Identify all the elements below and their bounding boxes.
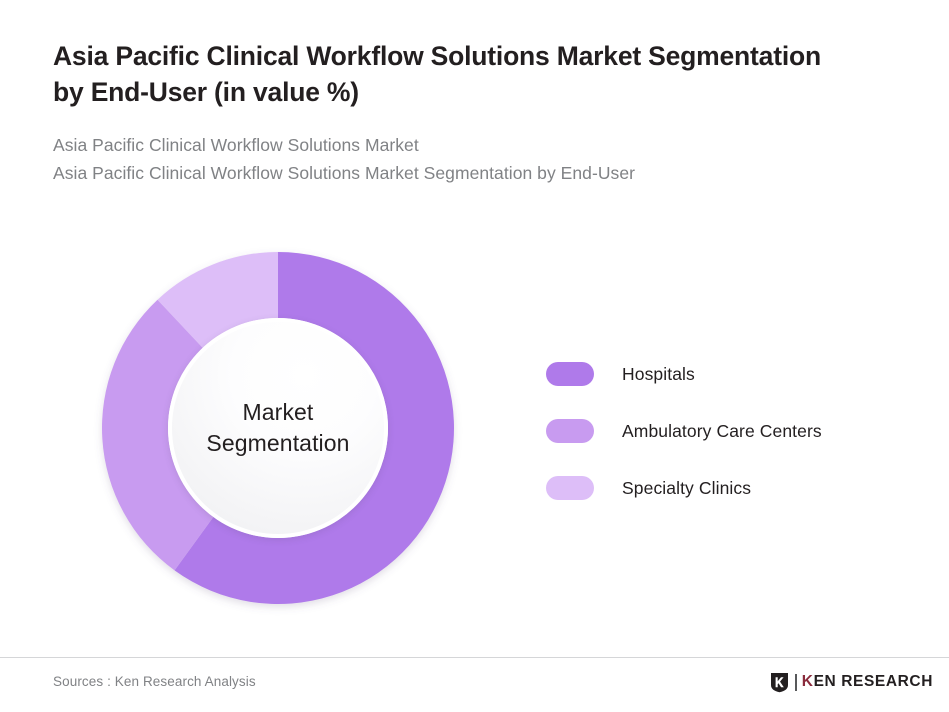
legend-label: Hospitals [622, 363, 695, 384]
legend-item[interactable]: Ambulatory Care Centers [546, 419, 822, 443]
legend-swatch [546, 362, 594, 386]
header: Asia Pacific Clinical Workflow Solutions… [53, 38, 853, 188]
legend-label: Specialty Clinics [622, 477, 752, 498]
legend-item[interactable]: Hospitals [546, 362, 822, 386]
donut-chart: Market Segmentation [101, 252, 454, 604]
chart-area: Market Segmentation [0, 230, 520, 630]
logo-wordmark-rest: EN RESEARCH [813, 673, 933, 691]
subtitle-line-2: Asia Pacific Clinical Workflow Solutions… [53, 163, 635, 184]
legend-swatch [546, 419, 594, 443]
logo-wordmark-accent: K [801, 673, 814, 691]
footer-divider [0, 657, 949, 658]
shield-logo-icon [770, 672, 788, 692]
legend-swatch [546, 476, 594, 500]
legend-item[interactable]: Specialty Clinics [546, 476, 822, 500]
donut-center-label: Market Segmentation [206, 399, 350, 456]
subtitle-block: Asia Pacific Clinical Workflow Solutions… [53, 131, 853, 188]
subtitle-line-1: Asia Pacific Clinical Workflow Solutions… [53, 134, 419, 155]
page-title: Asia Pacific Clinical Workflow Solutions… [53, 41, 821, 108]
legend-label: Ambulatory Care Centers [622, 420, 822, 441]
logo-divider [794, 673, 797, 691]
donut-center: Market Segmentation [168, 318, 388, 538]
source-note: Sources : Ken Research Analysis [53, 674, 256, 689]
